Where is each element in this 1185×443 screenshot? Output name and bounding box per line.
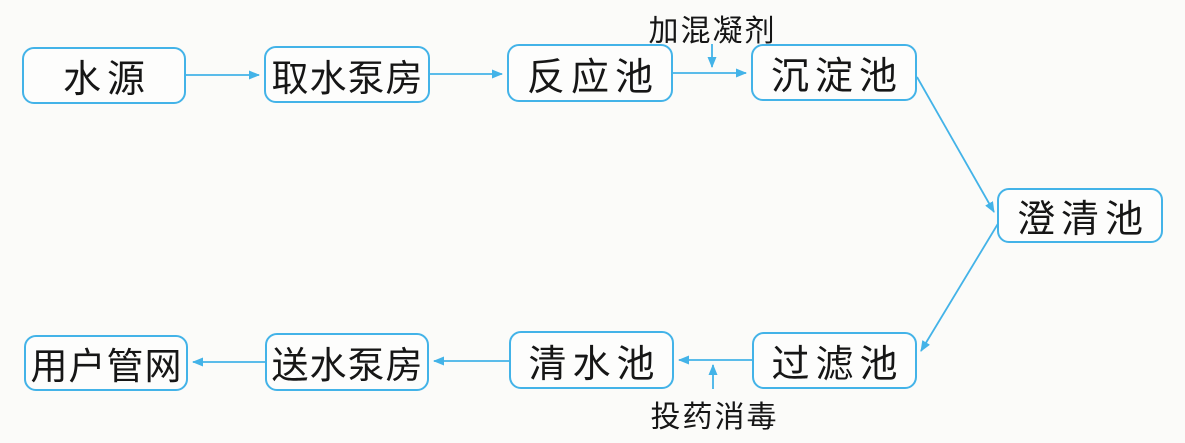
node-water-source: 水源 [22, 47, 186, 104]
node-sedimentation-pool: 沉淀池 [751, 44, 917, 101]
node-delivery-pump-house: 送水泵房 [265, 333, 429, 391]
node-reaction-pool: 反应池 [507, 44, 673, 102]
node-intake-pump-house: 取水泵房 [264, 46, 430, 103]
node-clear-water-pool: 清水池 [509, 331, 674, 389]
node-clarification-pool: 澄清池 [997, 188, 1163, 243]
node-user-pipe-network: 用户管网 [24, 335, 188, 391]
annotation-dosing-disinfection: 投药消毒 [650, 400, 779, 435]
node-filter-pool: 过滤池 [752, 332, 917, 389]
edge-sedimentation-pool-to-clarification-pool [916, 76, 995, 213]
annotation-add-coagulant: 加混凝剂 [648, 14, 777, 49]
edge-clarification-pool-to-filter-pool [920, 221, 1000, 352]
